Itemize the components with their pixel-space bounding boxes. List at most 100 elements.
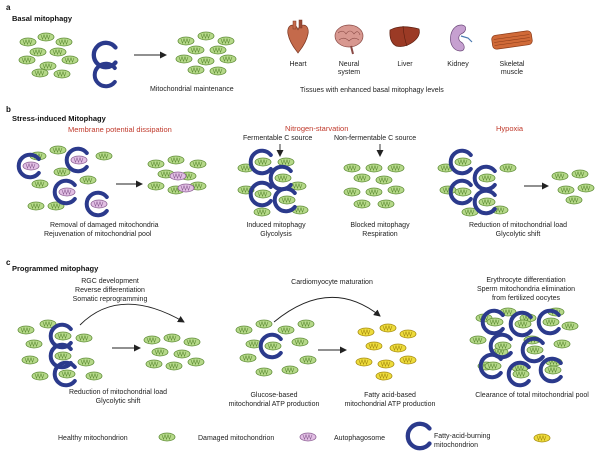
mitochondrion-cristae (390, 186, 401, 194)
mitochondrion-cristae (192, 160, 203, 168)
autophagosome (488, 332, 513, 360)
healthy-mitochondrion (278, 195, 296, 205)
mitochondrion-cristae (380, 200, 391, 208)
healthy-mitochondrion (37, 32, 55, 42)
healthy-mitochondrion (254, 157, 272, 167)
mitochondrion-cristae (258, 320, 269, 328)
context-c2: Cardiomyocyte maturation (291, 279, 373, 286)
healthy-mitochondrion (25, 339, 43, 349)
mitochondrion-cristae (517, 320, 528, 328)
healthy-mitochondrion (551, 171, 569, 181)
healthy-mitochondrion (277, 325, 295, 335)
mitochondrion-cristae (24, 356, 35, 364)
healthy-mitochondrion (187, 45, 205, 55)
tissue-label: Liver (397, 61, 413, 68)
kidney-vessel (460, 35, 473, 43)
damaged-mitochondrion (22, 161, 40, 171)
mitochondrion-cristae (481, 198, 492, 206)
healthy-mitochondrion (353, 173, 371, 183)
mitochondrion-cristae (356, 174, 367, 182)
mitochondrion-cristae (212, 46, 223, 54)
healthy-mitochondrion (49, 47, 67, 57)
diagram-shapes (16, 19, 595, 451)
mitochondrion-cristae (494, 206, 505, 214)
mitochondrion-cristae (200, 57, 211, 65)
mitochondrion-cristae (300, 320, 311, 328)
healthy-mitochondrion (365, 187, 383, 197)
autophagosome (52, 178, 77, 206)
mitochondrion-cristae (98, 152, 109, 160)
healthy-mitochondrion (31, 179, 49, 189)
mitochondrion-cristae (42, 62, 53, 70)
healthy-mitochondrion (54, 351, 72, 361)
caption-b3-line1: Blocked mitophagy (350, 222, 410, 229)
healthy-mitochondrion (291, 337, 309, 347)
mitochondrion-cristae (168, 362, 179, 370)
caption-c3-line1: Fatty acid-based (364, 392, 416, 399)
caption-c1-line1: Reduction of mitochondrial load (69, 389, 167, 396)
mitochondrion-cristae (190, 358, 201, 366)
healthy-mitochondrion (494, 341, 512, 351)
fatty-acid-mitochondrion (379, 323, 397, 333)
mitochondrion-cristae (248, 340, 259, 348)
mitochondrion-cristae (78, 334, 89, 342)
caption-b1-line2: Rejuvenation of mitochondrial pool (44, 231, 152, 238)
mitochondrion-cristae (284, 366, 295, 374)
mitochondrion-cristae (212, 67, 223, 75)
healthy-mitochondrion (187, 65, 205, 75)
tissue-muscle: Skeletal muscle (500, 61, 525, 76)
mitochondrion-cristae (148, 360, 159, 368)
section-c-title: Programmed mitophagy (12, 264, 99, 273)
healthy-mitochondrion (235, 325, 253, 335)
caption-c2-line2: mitochondrial ATP production (229, 401, 320, 408)
caption-b2-line1: Induced mitophagy (246, 222, 306, 229)
caption-b2-line2: Glycolysis (260, 231, 292, 238)
autophagosome (64, 146, 89, 174)
healthy-mitochondrion (343, 163, 361, 173)
healthy-mitochondrion (145, 359, 163, 369)
mitochondrion-cristae (568, 196, 579, 204)
autophagosome (52, 360, 77, 388)
mitochondrion-cristae (267, 342, 278, 350)
mitochondrion-cristae (172, 172, 183, 180)
context-c1-line3: Somatic reprogramming (73, 296, 148, 303)
mitochondrion-cristae (30, 202, 41, 210)
mitochondrion-cristae (560, 186, 571, 194)
healthy-mitochondrion (209, 66, 227, 76)
mitochondrion-cristae (200, 32, 211, 40)
mitochondrion-cristae (176, 350, 187, 358)
healthy-mitochondrion (95, 151, 113, 161)
mitochondrion-cristae (489, 318, 500, 326)
condition-nitrogen-starvation: Nitrogen-starvation (285, 124, 348, 133)
section-b-letter: b (6, 105, 11, 114)
mitochondrion-cristae (61, 188, 72, 196)
mitochondrion-cristae (464, 208, 475, 216)
section-a-letter: a (6, 3, 11, 12)
healthy-mitochondrion (21, 355, 39, 365)
legend-fatty-label-line1: Fatty-acid-burning (434, 433, 491, 440)
healthy-mitochondrion (158, 432, 176, 442)
liver-icon (389, 25, 420, 47)
context-c3-line2: Sperm mitochondria elimination (477, 286, 575, 293)
damaged-mitochondrion (90, 199, 108, 209)
mitochondrion-cristae (481, 174, 492, 182)
mitochondrion-cristae (358, 358, 369, 366)
mitochondrion-cristae (368, 188, 379, 196)
healthy-mitochondrion (486, 317, 504, 327)
healthy-mitochondrion (365, 163, 383, 173)
mitochondrion-cristae (292, 182, 303, 190)
legend-fatty-label-line2: mitochondrion (434, 442, 478, 449)
mitochondrion-cristae (346, 188, 357, 196)
healthy-mitochondrion (163, 333, 181, 343)
mitochondrion-cristae (57, 332, 68, 340)
autophagosome (16, 152, 41, 180)
mitochondrion-cristae (346, 164, 357, 172)
mitochondrion-cristae (190, 46, 201, 54)
mitochondrion-cristae (186, 338, 197, 346)
healthy-mitochondrion (454, 157, 472, 167)
healthy-mitochondrion (253, 207, 271, 217)
curved-arrow-c1 (79, 303, 185, 326)
caption-c2-line1: Glucose-based (250, 392, 297, 399)
healthy-mitochondrion (512, 369, 530, 379)
